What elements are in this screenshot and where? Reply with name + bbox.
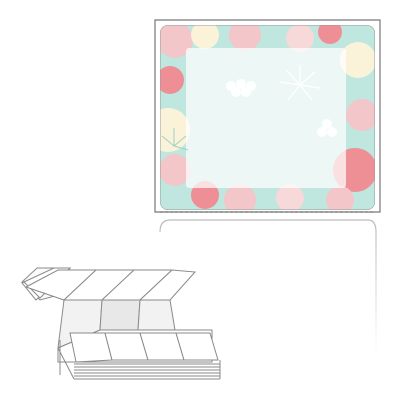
fanfold-stack bbox=[21, 267, 221, 380]
floral-card bbox=[160, 25, 375, 210]
